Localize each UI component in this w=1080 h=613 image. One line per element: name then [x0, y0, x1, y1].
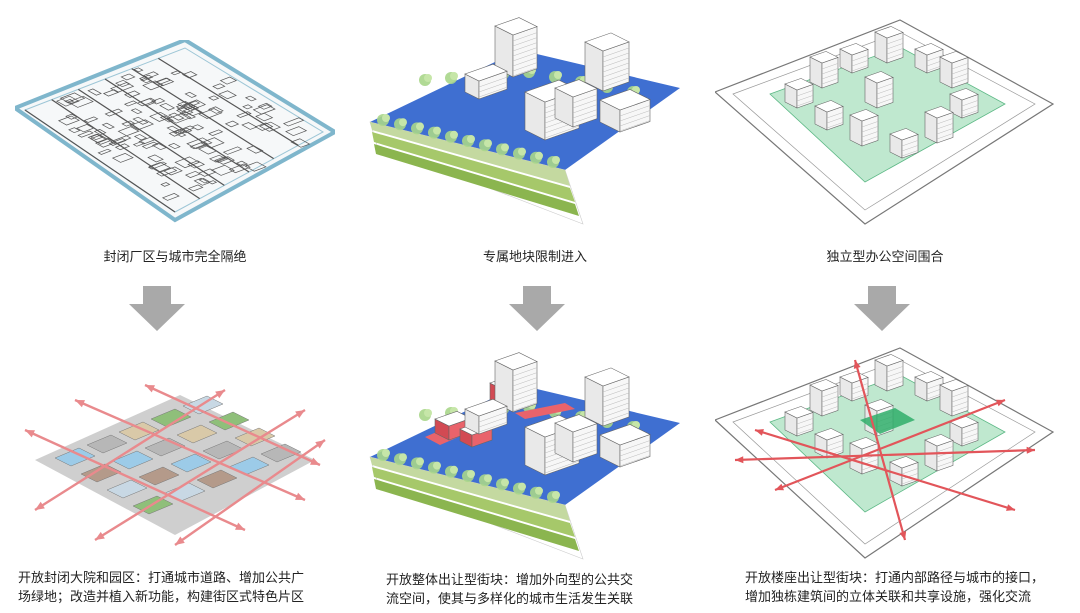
description-line: 开放楼座出让型街块：打通内部路径与城市的接口， [745, 571, 1045, 586]
down-arrow-icon [507, 286, 567, 332]
description-open-building-blocks: 开放楼座出让型街块：打通内部路径与城市的接口， 增加独栋建筑间的立体关联和共享设… [745, 569, 1075, 607]
caption-restricted-plot: 专属地块限制进入 [482, 250, 587, 265]
description-line: 开放封闭大院和园区：打通城市道路、增加公共广 [18, 571, 305, 586]
description-line: 增加独栋建筑间的立体关联和共享设施，强化交流 [745, 590, 1032, 605]
caption-enclosed-offices: 独立型办公空间围合 [826, 250, 944, 265]
panel-opened-plot [365, 345, 695, 560]
panel-enclosed-offices [715, 12, 1060, 227]
description-open-compounds: 开放封闭大院和园区：打通城市道路、增加公共广 场绿地；改造并植入新功能，构建街区… [18, 569, 358, 607]
panel-enclosed-factory-map [15, 40, 335, 225]
description-line: 场绿地；改造并植入新功能，构建街区式特色片区 [18, 590, 305, 605]
panel-opened-district [15, 370, 335, 555]
caption-enclosed-factory: 封闭厂区与城市完全隔绝 [103, 250, 247, 265]
panel-restricted-plot [365, 10, 695, 225]
description-line: 流空间，使其与多样化的城市生活发生关联 [386, 592, 634, 607]
panel-opened-offices [715, 340, 1060, 562]
description-open-integral-blocks: 开放整体出让型街块：增加外向型的公共交 流空间，使其与多样化的城市生活发生关联 [386, 571, 686, 609]
down-arrow-icon [852, 286, 912, 332]
down-arrow-icon [127, 286, 187, 332]
description-line: 开放整体出让型街块：增加外向型的公共交 [386, 573, 634, 588]
